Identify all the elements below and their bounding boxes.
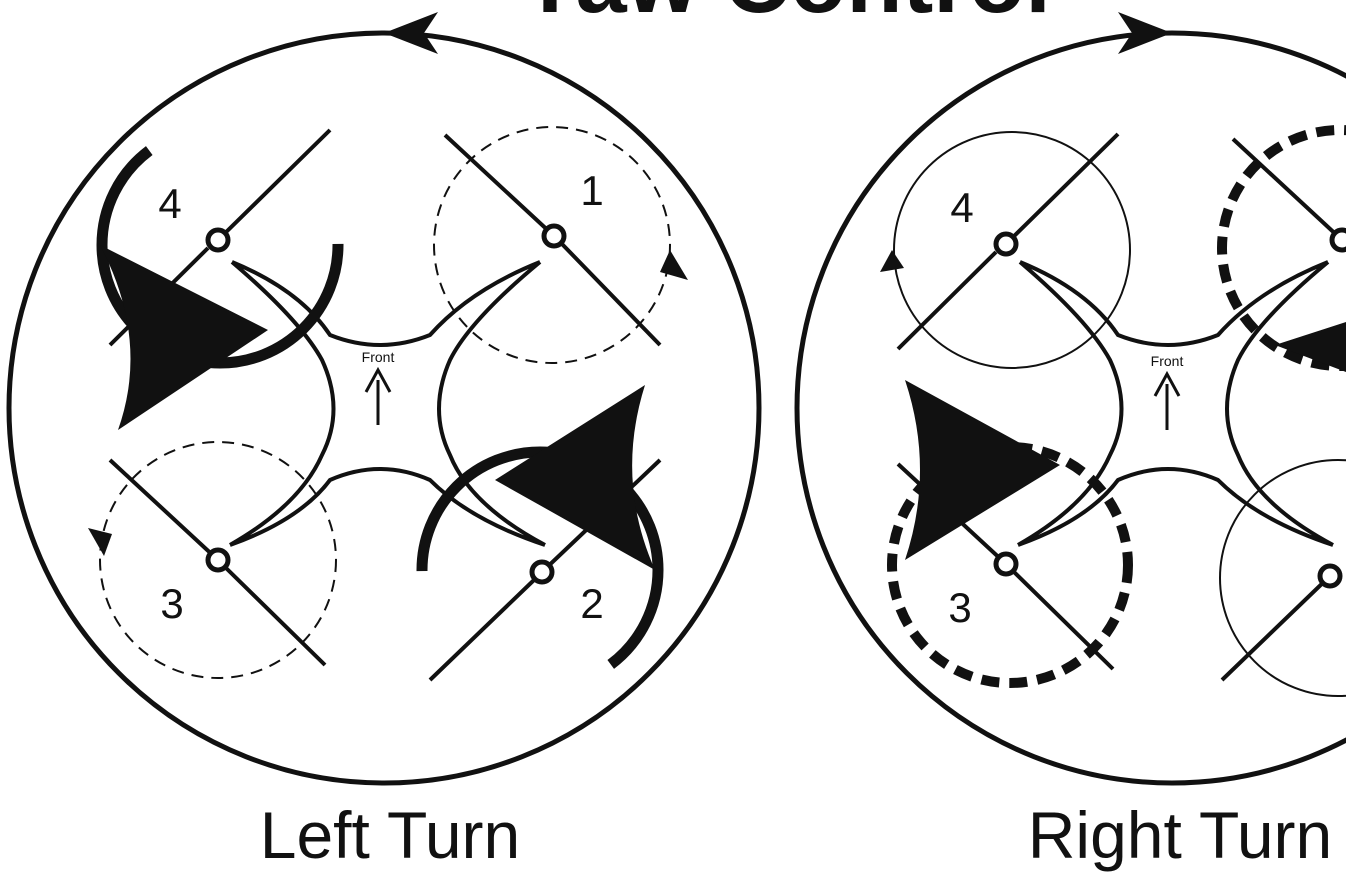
right-hub-1: [1332, 230, 1346, 250]
right-drone-body: [1018, 262, 1333, 545]
left-drone-body: [230, 262, 545, 545]
right-spin-arrow-1-icon: [1275, 322, 1346, 372]
left-hub-4: [208, 230, 228, 250]
left-spin-arrow-3-icon: [88, 528, 112, 556]
left-motor-label-4: 4: [158, 180, 181, 227]
left-front-label: Front: [362, 349, 395, 365]
left-front-arrow-icon: [366, 370, 390, 425]
diagram-title: Yaw Control: [519, 0, 1051, 32]
right-turn-panel: 4 3 Front Right Turn: [797, 12, 1346, 872]
left-yaw-circle: [9, 33, 759, 783]
left-motor-label-1: 1: [580, 167, 603, 214]
left-yaw-arrow-icon: [384, 12, 438, 54]
left-motor-label-3: 3: [160, 580, 183, 627]
right-motor-label-3: 3: [948, 584, 971, 631]
left-hub-2: [532, 562, 552, 582]
right-turn-caption: Right Turn: [1028, 798, 1332, 872]
right-motor-label-4: 4: [950, 184, 973, 231]
left-motor-label-2: 2: [580, 580, 603, 627]
left-hub-3: [208, 550, 228, 570]
left-arms: [110, 130, 660, 680]
left-turn-caption: Left Turn: [260, 798, 521, 872]
right-spin-arrow-4-icon: [880, 250, 904, 272]
left-hub-1: [544, 226, 564, 246]
left-spin-arrow-1-icon: [660, 250, 688, 280]
right-yaw-arrow-icon: [1118, 12, 1172, 54]
right-front-label: Front: [1151, 353, 1184, 369]
right-front-arrow-icon: [1155, 374, 1179, 430]
right-hub-4: [996, 234, 1016, 254]
left-turn-panel: 4 1 3 2 Front Left Turn: [9, 12, 759, 872]
right-hub-3: [996, 554, 1016, 574]
right-hub-2: [1320, 566, 1340, 586]
